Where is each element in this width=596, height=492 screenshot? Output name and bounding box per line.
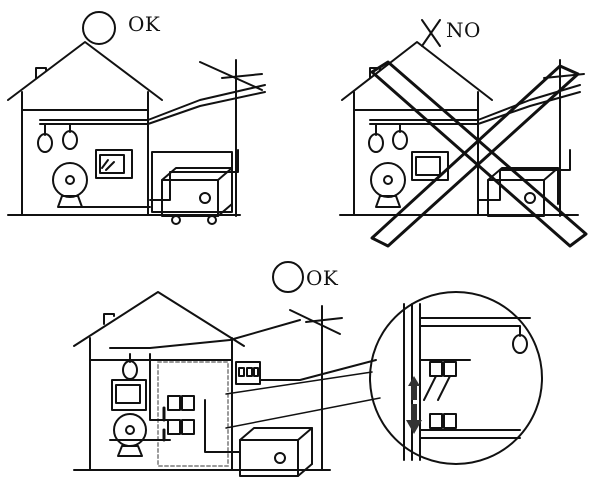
- bottom-ok-label: OK: [306, 266, 339, 290]
- fan-icon: [52, 162, 88, 198]
- tv-icon: [95, 149, 133, 179]
- down-arrow-icon: [406, 404, 422, 434]
- top-left-ok-label: OK: [128, 12, 161, 36]
- generator-icon: [239, 427, 313, 477]
- up-arrow-icon: [408, 376, 420, 400]
- light-bulb-icon: [37, 133, 53, 153]
- tv-icon: [411, 151, 449, 181]
- light-bulb-icon: [62, 130, 78, 150]
- prohibited-cross-icon: [370, 60, 588, 248]
- light-bulb-icon: [512, 334, 528, 354]
- light-bulb-icon: [392, 130, 408, 150]
- meter-box-icon: [235, 361, 261, 385]
- ok-circle-icon: [82, 11, 116, 45]
- tv-icon: [111, 379, 147, 411]
- top-right-no-label: NO: [446, 18, 481, 42]
- house-incorrect-top-right: [339, 41, 588, 248]
- generator-icon: [487, 167, 559, 217]
- transfer-switch-zoom-callout: [225, 291, 543, 465]
- light-bulb-icon: [368, 133, 384, 153]
- house-correct-top-left: [7, 41, 266, 225]
- fan-icon: [370, 162, 406, 198]
- ok-circle-icon: [272, 261, 304, 293]
- generator-icon: [161, 167, 233, 225]
- transfer-switch-area: [157, 361, 229, 467]
- fan-icon: [113, 413, 147, 447]
- no-x-mark-icon: [421, 19, 441, 47]
- light-bulb-icon: [122, 360, 138, 380]
- house-correct-bottom: [73, 291, 377, 477]
